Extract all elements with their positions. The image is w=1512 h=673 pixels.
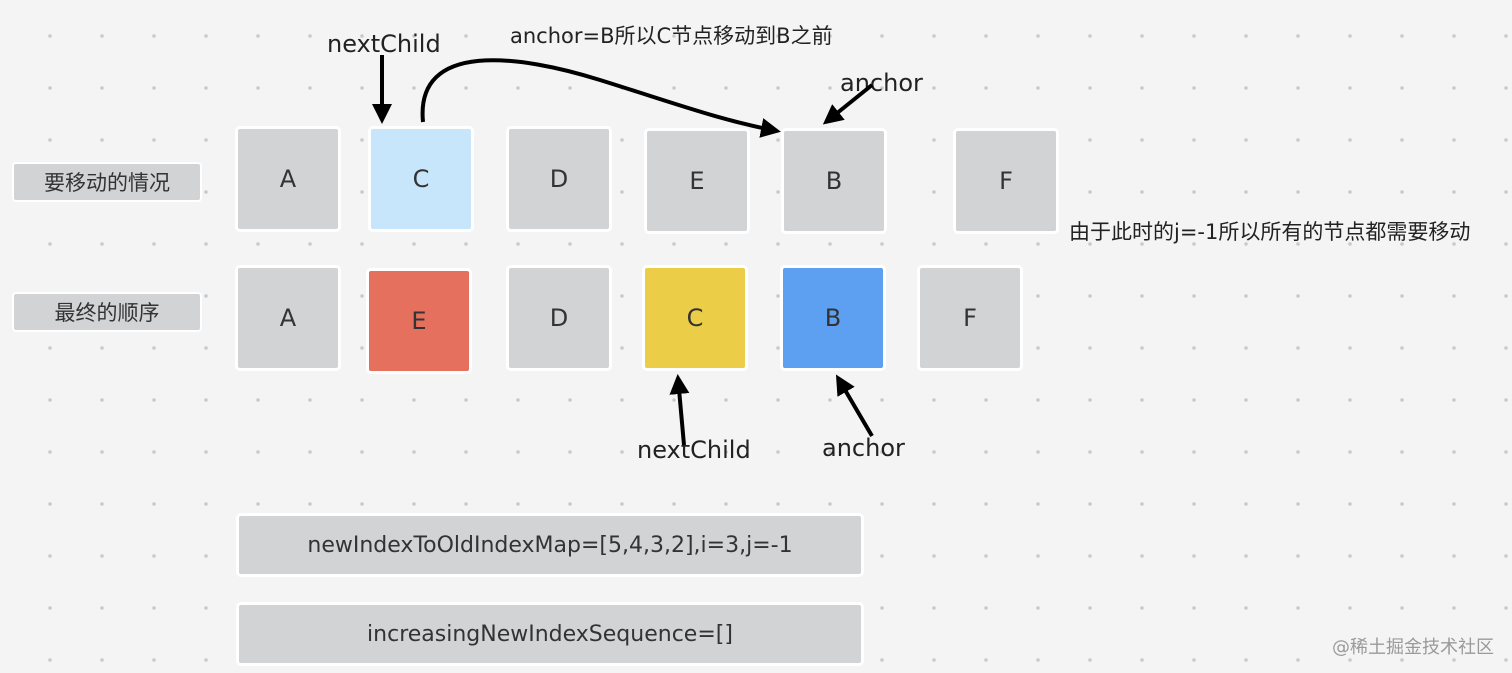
- anchor-arrow-top: [822, 83, 874, 125]
- move-node-f: F: [953, 128, 1059, 234]
- move-note: anchor=B所以C节点移动到B之前: [510, 24, 833, 48]
- final-node-c: C: [642, 265, 748, 371]
- move-node-d: D: [506, 126, 612, 232]
- watermark: @稀土掘金技术社区: [1332, 637, 1494, 658]
- final-node-d: D: [506, 265, 612, 371]
- final-node-f: F: [917, 265, 1023, 371]
- next-child-arrow-bottom: [669, 374, 690, 446]
- top-anchor-label: anchor: [840, 69, 923, 97]
- row-label-move: 要移动的情况: [12, 162, 202, 202]
- bottom-next-child-label: nextChild: [637, 436, 751, 464]
- bottom-anchor-label: anchor: [822, 434, 905, 462]
- move-c-to-b-arrow: [420, 58, 781, 138]
- row-label-final: 最终的顺序: [12, 292, 202, 332]
- move-node-c: C: [368, 126, 474, 232]
- all-move-note: 由于此时的j=-1所以所有的节点都需要移动: [1069, 220, 1471, 244]
- increasing-sequence-box: increasingNewIndexSequence=[]: [236, 602, 864, 666]
- index-map-box: newIndexToOldIndexMap=[5,4,3,2],i=3,j=-1: [236, 513, 864, 577]
- final-node-e: E: [366, 268, 472, 374]
- final-node-b: B: [780, 265, 886, 371]
- move-node-a: A: [235, 126, 341, 232]
- move-node-e: E: [644, 128, 750, 234]
- top-next-child-label: nextChild: [327, 30, 441, 58]
- anchor-arrow-bottom: [835, 374, 874, 438]
- final-node-a: A: [235, 265, 341, 371]
- move-node-b: B: [781, 128, 887, 234]
